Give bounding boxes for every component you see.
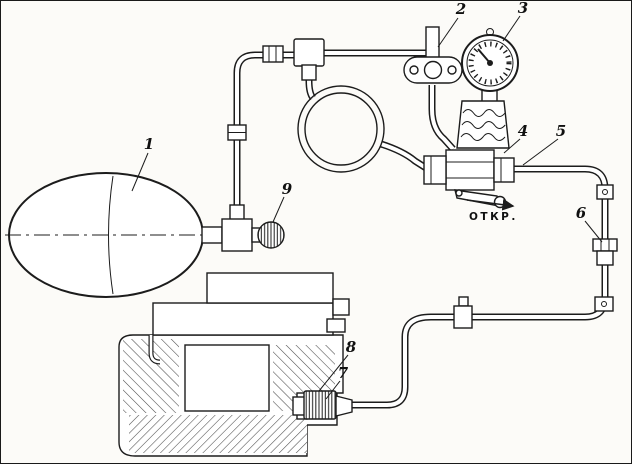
engine-hatch-bottom	[129, 415, 307, 453]
engine-top-casting	[206, 272, 334, 304]
leader-9	[272, 196, 285, 223]
pipe-clamp	[453, 296, 473, 329]
gauge-needle	[477, 48, 491, 64]
reducer-body	[456, 100, 510, 149]
engine-step-upper	[332, 298, 350, 316]
coupling-6	[592, 238, 618, 266]
coupling-hex	[592, 238, 618, 252]
pipe-valve5-to-engine	[351, 165, 609, 409]
leader-5	[522, 138, 559, 166]
fitting-knurled-nut	[303, 390, 337, 420]
line-fittings	[227, 38, 618, 329]
pipe-bracket-top-bolt	[602, 189, 608, 195]
label-7: 7	[338, 364, 349, 382]
engine-oil-tube-inner	[149, 335, 161, 364]
pipe-bracket-top	[596, 184, 614, 200]
pipe-loop-to-valve5-bore	[380, 142, 428, 170]
leader-6	[584, 220, 603, 243]
tank-seam	[108, 175, 114, 295]
tee-fitting-stub	[301, 64, 317, 81]
leader-3	[502, 15, 521, 42]
clamp-body	[453, 305, 473, 329]
label-5: 5	[556, 122, 566, 140]
coiled-hose-loop	[297, 85, 385, 173]
fitting-inner-piece	[292, 396, 306, 416]
open-direction-label: ОТКР.	[469, 211, 518, 223]
label-8: 8	[346, 338, 357, 356]
valve5-lever-ball	[493, 195, 507, 209]
hose-loop-outer	[297, 85, 385, 173]
leader-2	[437, 17, 459, 48]
engine-step-lower	[326, 318, 346, 333]
valve2-bolt-right	[447, 65, 457, 75]
leader-4	[503, 138, 521, 154]
leader-1	[131, 152, 149, 192]
reducer-bellows-3	[460, 133, 506, 141]
pipe-bracket-bottom-bolt	[601, 301, 607, 307]
leader-8	[318, 354, 349, 392]
valve5-right-union	[493, 157, 515, 183]
tank-neck	[201, 226, 223, 244]
engine-hose-fitting	[292, 390, 353, 420]
pipe-valve2-to-valve5-bore	[430, 85, 455, 151]
engine-block	[118, 272, 350, 457]
engine-mid-band	[152, 302, 334, 336]
label-6: 6	[576, 204, 587, 222]
label-3: 3	[518, 1, 528, 17]
valve5-pivot	[455, 189, 463, 197]
pressure-gauge-3	[461, 28, 519, 104]
valve9-handwheel	[257, 221, 285, 249]
air-tank	[5, 172, 223, 298]
label-2: 2	[455, 1, 466, 18]
valve2-center-port	[423, 60, 443, 80]
label-9: 9	[282, 180, 293, 198]
label-1: 1	[144, 135, 154, 153]
tank-valve-9	[221, 204, 285, 252]
reducer-4	[456, 100, 510, 149]
fitting-cone	[335, 395, 353, 417]
reducer-bellows-1	[462, 109, 506, 117]
gauge-top-knob	[486, 28, 494, 36]
valve5-left-union	[423, 155, 447, 185]
callouts: 1 2 3 4 5 6 7 8 9 ОТКР.	[131, 1, 603, 400]
pipe-bracket-bottom	[594, 296, 614, 312]
valve2-bolt-left	[409, 65, 419, 75]
valve9-body	[221, 218, 253, 252]
gauge-hub	[487, 60, 493, 66]
tee-fitting	[293, 38, 325, 67]
pipework	[233, 49, 609, 409]
engine-cylinder-section	[184, 344, 270, 412]
pipe-tank-to-tee-bore	[235, 53, 297, 207]
shutoff-unit-2	[403, 26, 463, 84]
leader-7	[325, 380, 341, 400]
pipe-valve5-to-engine-bore	[351, 167, 607, 407]
clamp-screw	[458, 296, 469, 307]
valve5-body	[445, 149, 495, 191]
union-nut-top	[262, 45, 284, 63]
coupling-body	[596, 250, 614, 266]
gauge-bezel	[466, 39, 514, 87]
charging-valve-5	[423, 149, 515, 209]
hose-loop-inner	[304, 92, 378, 166]
label-4: 4	[518, 122, 528, 140]
gauge-dial-ticks	[468, 41, 512, 85]
valve2-tube	[425, 26, 440, 62]
reducer-bellows-2	[461, 121, 506, 129]
open-direction-arrow	[466, 198, 515, 211]
